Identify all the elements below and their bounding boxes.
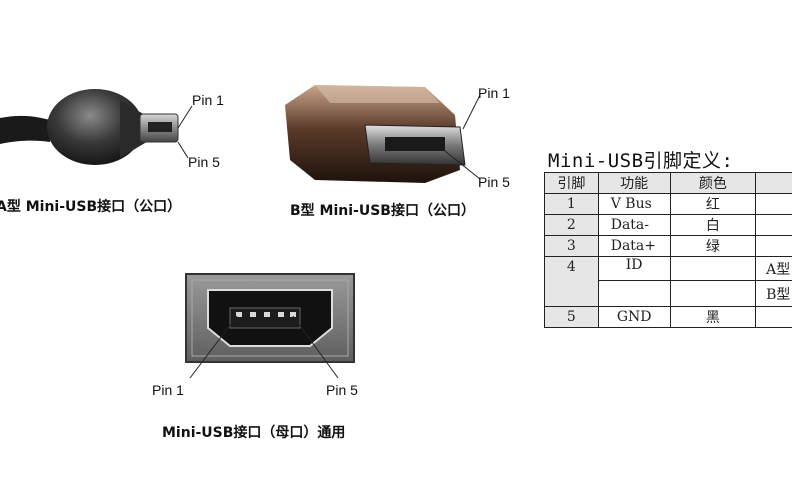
- row4-pin: 4: [544, 256, 599, 307]
- connector-a-figure: [0, 70, 200, 190]
- row1-pin: 1: [544, 193, 599, 215]
- connector-a-pin5-label: Pin 5: [188, 154, 220, 170]
- table-row: 1 V Bus 红: [544, 193, 792, 215]
- table-row: 2 Data- 白: [544, 214, 792, 236]
- connector-a-pin1-label: Pin 1: [192, 92, 224, 108]
- mini-usb-receptacle-image: [185, 273, 355, 363]
- row5-color: 黑: [669, 306, 757, 328]
- connector-b-pin1-label: Pin 1: [478, 85, 510, 101]
- row4-color: [669, 256, 757, 281]
- connector-b-pin5-label: Pin 5: [478, 174, 510, 190]
- table-row: 4 ID A型: [544, 256, 792, 307]
- row4-note-b: B型: [755, 280, 792, 307]
- row2-note: [755, 214, 792, 236]
- header-function: 功能: [597, 172, 671, 194]
- header-note: [755, 172, 792, 194]
- row4-note-a: A型: [755, 256, 792, 281]
- mini-usb-b-plug-image: [285, 85, 481, 183]
- receptacle-pin5-label: Pin 5: [326, 382, 358, 398]
- row4b-color: [669, 280, 757, 307]
- row3-function: Data+: [597, 235, 671, 257]
- receptacle-figure: [180, 268, 360, 368]
- connector-a-caption: A型 Mini-USB接口（公口）: [0, 199, 182, 215]
- row5-function: GND: [597, 306, 671, 328]
- row4b-function: [597, 280, 671, 307]
- row1-function: V Bus: [597, 193, 671, 215]
- receptacle-pin1-label: Pin 1: [152, 382, 184, 398]
- row1-note: [755, 193, 792, 215]
- connector-b-figure: [275, 75, 505, 195]
- pin-table-title: Mini-USB引脚定义:: [548, 150, 734, 172]
- row2-pin: 2: [544, 214, 599, 236]
- connector-b-caption: B型 Mini-USB接口（公口）: [290, 203, 475, 219]
- mini-usb-a-plug-image: [0, 89, 193, 165]
- table-row: 5 GND 黑: [544, 306, 792, 328]
- row1-color: 红: [669, 193, 757, 215]
- receptacle-caption: Mini-USB接口（母口）通用: [162, 425, 346, 441]
- header-pin: 引脚: [544, 172, 599, 194]
- table-header-row: 引脚 功能 颜色: [544, 172, 792, 194]
- row5-note: [755, 306, 792, 328]
- row3-color: 绿: [669, 235, 757, 257]
- header-color: 颜色: [669, 172, 757, 194]
- table-row: B型: [545, 280, 792, 307]
- table-row: 3 Data+ 绿: [544, 235, 792, 257]
- row2-color: 白: [669, 214, 757, 236]
- row2-function: Data-: [597, 214, 671, 236]
- row3-note: [755, 235, 792, 257]
- row5-pin: 5: [544, 306, 599, 328]
- pin-definition-table: 引脚 功能 颜色 1 V Bus 红 2 Data- 白 3 Data+ 绿 4…: [544, 172, 792, 328]
- row3-pin: 3: [544, 235, 599, 257]
- row4-function: ID: [597, 256, 671, 281]
